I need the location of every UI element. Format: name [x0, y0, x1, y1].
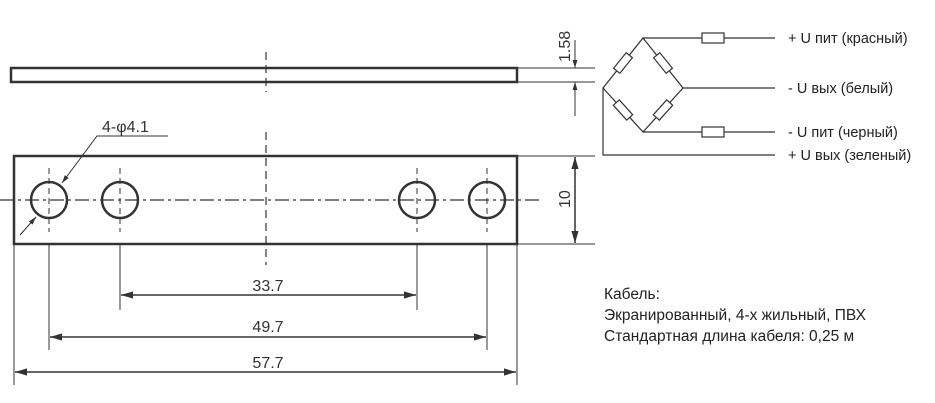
- cable-title: Кабель:: [604, 286, 660, 303]
- bridge-circuit: [602, 32, 775, 156]
- holes-callout: 4-φ4.1: [102, 119, 149, 136]
- side-view-plate: [9, 66, 519, 84]
- wire-label-black: - U пит (черный): [788, 125, 898, 141]
- wire-label-green: + U вых (зеленый): [788, 148, 911, 164]
- dim-inner-label: 33.7: [252, 278, 283, 295]
- width-dim: 10: [557, 190, 574, 208]
- wire-label-white: - U вых (белый): [788, 81, 893, 97]
- cable-spec: Экранированный, 4-х жильный, ПВХ: [604, 307, 866, 324]
- thickness-dim: 1.58: [557, 31, 574, 62]
- cable-length: Стандартная длина кабеля: 0,25 м: [604, 328, 855, 345]
- wire-label-red: + U пит (красный): [788, 31, 908, 47]
- dim-middle-label: 49.7: [252, 319, 283, 336]
- dim-total-label: 57.7: [252, 355, 283, 372]
